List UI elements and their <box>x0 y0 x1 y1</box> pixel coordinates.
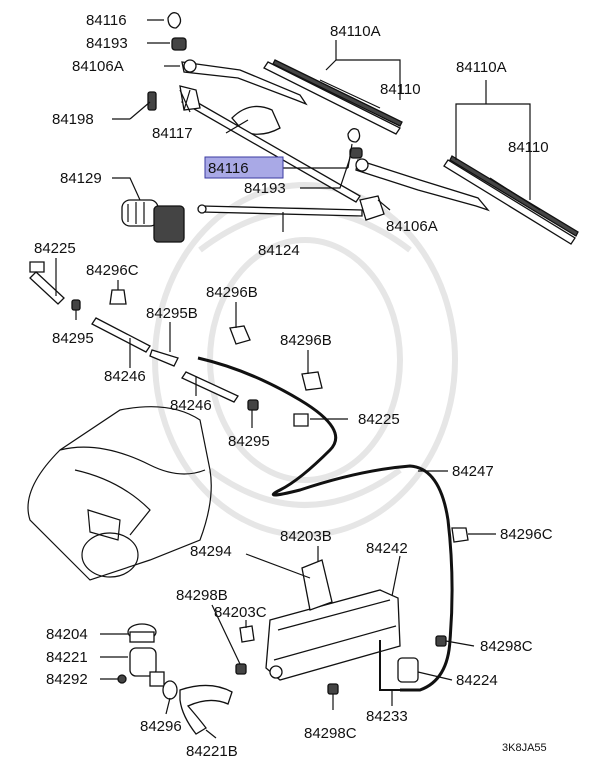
part-labels: 84116 84193 84106A 84198 84117 84116 841… <box>34 12 553 760</box>
label-84203B[interactable]: 84203B <box>280 528 332 545</box>
joint-84295-mid[interactable] <box>247 399 259 411</box>
linkage-rod-upper[interactable] <box>179 85 361 203</box>
filler-hose-84221B[interactable] <box>179 684 233 735</box>
hose-84246-a[interactable] <box>91 317 151 353</box>
nut-cap-84116-top[interactable] <box>167 12 182 29</box>
label-84247[interactable]: 84247 <box>452 463 494 480</box>
label-84246-a[interactable]: 84246 <box>104 368 146 385</box>
label-84292[interactable]: 84292 <box>46 671 88 688</box>
wiper-motor[interactable] <box>121 199 185 243</box>
label-84124[interactable]: 84124 <box>258 242 300 259</box>
grommet-84296B-mid[interactable] <box>301 371 323 391</box>
joint-84295B[interactable] <box>149 349 179 367</box>
label-84116-top[interactable]: 84116 <box>86 12 127 29</box>
label-84246-b[interactable]: 84246 <box>170 397 212 414</box>
label-84204[interactable]: 84204 <box>46 626 88 643</box>
clip-84296C-top[interactable] <box>109 289 127 305</box>
grommet-84296B-top[interactable] <box>229 325 251 345</box>
label-84298C-right[interactable]: 84298C <box>480 638 533 655</box>
bolt-84298C-right[interactable] <box>435 635 447 647</box>
label-84296B-top[interactable]: 84296B <box>206 284 258 301</box>
wiper-blade-right[interactable] <box>443 155 579 245</box>
label-84110-right[interactable]: 84110 <box>508 139 549 156</box>
diagram-code: 3K8JA55 <box>502 742 547 754</box>
label-84203C[interactable]: 84203C <box>214 604 267 621</box>
label-84296B-mid[interactable]: 84296B <box>280 332 332 349</box>
leader-lines <box>55 19 531 739</box>
washer-tank[interactable] <box>265 589 401 681</box>
bolt-84298B[interactable] <box>235 663 247 675</box>
bolt-84298C-bottom[interactable] <box>327 683 339 695</box>
linkage-rod-84124[interactable] <box>197 195 385 221</box>
label-84225-top[interactable]: 84225 <box>34 240 76 257</box>
label-84225-mid[interactable]: 84225 <box>358 411 400 428</box>
clamp-84292[interactable] <box>117 674 127 684</box>
label-84298B[interactable]: 84298B <box>176 587 228 604</box>
label-84116-highlighted[interactable]: 84116 <box>208 160 249 177</box>
highlight-box <box>204 156 284 179</box>
label-84296[interactable]: 84296 <box>140 718 182 735</box>
bracket-84203B[interactable] <box>301 559 333 611</box>
nut-84193-top[interactable] <box>171 37 187 51</box>
label-84296C-top[interactable]: 84296C <box>86 262 139 279</box>
nozzle-84225-mid[interactable] <box>293 413 309 427</box>
pivot-stud-84198[interactable] <box>147 91 157 111</box>
label-84110-left[interactable]: 84110 <box>380 81 421 98</box>
filler-cap-84204[interactable] <box>127 623 157 643</box>
bracket-84203C[interactable] <box>239 625 255 643</box>
nut-cap-84116-mid[interactable] <box>347 128 361 143</box>
label-84193-top[interactable]: 84193 <box>86 35 128 52</box>
car-outline <box>27 406 212 581</box>
hose-84233[interactable] <box>379 640 400 691</box>
label-84296C-right[interactable]: 84296C <box>500 526 553 543</box>
grommet-84296[interactable] <box>162 680 178 700</box>
label-84242[interactable]: 84242 <box>366 540 408 557</box>
nut-84193-mid[interactable] <box>349 147 363 159</box>
label-84117[interactable]: 84117 <box>152 125 193 142</box>
wiper-arm-left[interactable] <box>181 59 308 106</box>
wiper-blade-left[interactable] <box>263 59 403 135</box>
label-84106A-left[interactable]: 84106A <box>72 58 124 75</box>
wiper-arm-right[interactable] <box>355 158 490 212</box>
filler-neck-84221[interactable] <box>129 647 165 687</box>
label-84233[interactable]: 84233 <box>366 708 408 725</box>
label-84295-left[interactable]: 84295 <box>52 330 94 347</box>
label-84193-mid[interactable]: 84193 <box>244 180 286 197</box>
washer-motor-84224[interactable] <box>397 657 419 683</box>
joint-84295-left[interactable] <box>71 299 81 311</box>
label-84110A-right[interactable]: 84110A <box>456 59 507 76</box>
label-84224[interactable]: 84224 <box>456 672 498 689</box>
clip-84296C-right[interactable] <box>451 527 469 543</box>
washer-hose-84247[interactable] <box>197 356 454 692</box>
label-84295-mid[interactable]: 84295 <box>228 433 270 450</box>
label-84221[interactable]: 84221 <box>46 649 88 666</box>
label-84106A-right[interactable]: 84106A <box>386 218 438 235</box>
label-84294[interactable]: 84294 <box>190 543 232 560</box>
label-84198[interactable]: 84198 <box>52 111 94 128</box>
label-84298C-bottom[interactable]: 84298C <box>304 725 357 742</box>
label-84221B[interactable]: 84221B <box>186 743 238 760</box>
label-84295B[interactable]: 84295B <box>146 305 198 322</box>
label-84129[interactable]: 84129 <box>60 170 102 187</box>
label-84110A-left[interactable]: 84110A <box>330 23 381 40</box>
nozzle-84225-top[interactable] <box>29 261 65 305</box>
